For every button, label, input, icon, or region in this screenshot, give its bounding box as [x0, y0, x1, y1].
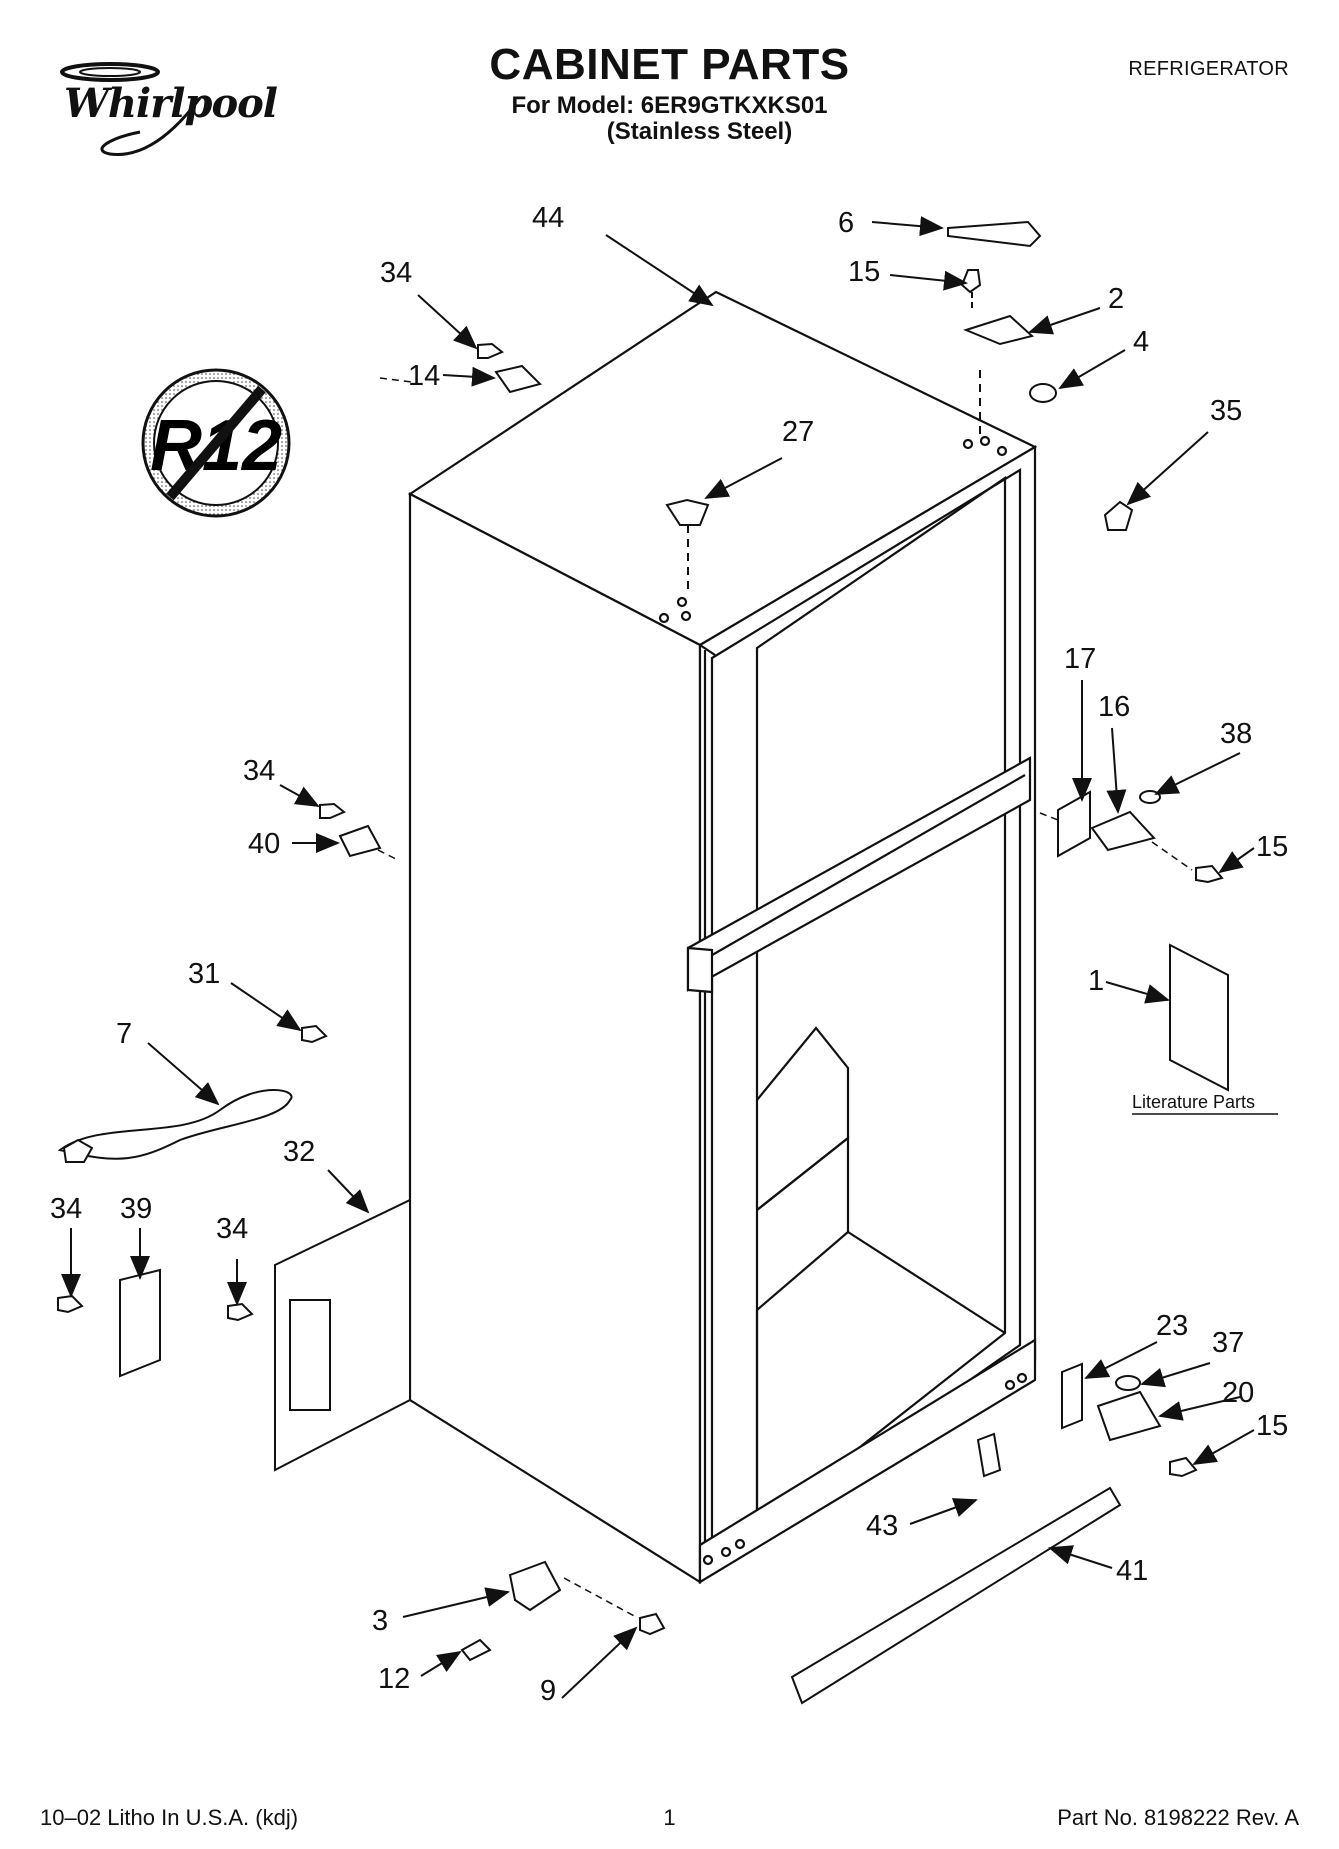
callout-37: 37: [1212, 1327, 1244, 1359]
part-34-screw-low-left: [57, 1294, 84, 1314]
part-16-hinge: [1090, 810, 1156, 852]
callout-4: 4: [1133, 326, 1149, 358]
page-number: 1: [663, 1805, 676, 1830]
brand-wordmark: Whirlpool: [64, 80, 278, 127]
part-32-panel: [274, 1198, 411, 1472]
callout-34-top: 34: [380, 257, 412, 289]
callout-16: 16: [1098, 691, 1130, 723]
print-info: 10–02 Litho In U.S.A. (kdj): [40, 1805, 299, 1830]
callout-6: 6: [838, 207, 854, 239]
part-34-screw-low-mid: [227, 1302, 254, 1322]
callout-7: 7: [116, 1018, 132, 1050]
whirlpool-swirl-icon: [60, 62, 202, 156]
callout-44: 44: [532, 202, 564, 234]
part-20-hinge: [1096, 1390, 1162, 1442]
part-31-screw: [301, 1024, 328, 1044]
callout-31: 31: [188, 958, 220, 990]
callout-3: 3: [372, 1605, 388, 1637]
part-43-clip: [976, 1432, 1002, 1478]
power-plug-icon: [62, 1138, 94, 1163]
callout-20: 20: [1222, 1377, 1254, 1409]
finish-line: (Stainless Steel): [606, 118, 793, 145]
callout-32: 32: [283, 1136, 315, 1168]
part-27-plug: [665, 498, 710, 526]
callout-2: 2: [1108, 283, 1124, 315]
part-4-washer: [1029, 383, 1057, 403]
appliance-category: REFRIGERATOR: [1128, 58, 1289, 80]
part-2-hinge: [963, 314, 1035, 346]
literature-parts-label: Literature Parts: [1132, 1092, 1255, 1112]
part-6-cover: [947, 220, 1042, 248]
part-15-screw-low: [1169, 1456, 1198, 1478]
callout-39: 39: [120, 1193, 152, 1225]
callout-38: 38: [1220, 718, 1252, 750]
page-title: CABINET PARTS: [489, 40, 850, 89]
part-15-screw-top: [960, 269, 982, 294]
callout-34-mid: 34: [243, 755, 275, 787]
part-17-bracket: [1057, 790, 1091, 858]
callout-15-low: 15: [1256, 1410, 1288, 1442]
callout-34-low-left: 34: [50, 1193, 82, 1225]
callout-27: 27: [782, 416, 814, 448]
part-15-screw-mid: [1195, 864, 1224, 884]
part-37-washer: [1115, 1375, 1141, 1391]
part-number: Part No. 8198222 Rev. A: [1057, 1805, 1299, 1830]
callout-35: 35: [1210, 395, 1242, 427]
callout-17: 17: [1064, 643, 1096, 675]
part-39-cover: [119, 1268, 161, 1378]
callout-15-top: 15: [848, 256, 880, 288]
callout-1: 1: [1088, 965, 1104, 997]
part-34-screw-top: [477, 342, 504, 359]
model-line: For Model: 6ER9GTKXKS01: [511, 92, 828, 119]
callout-34-low-mid: 34: [216, 1213, 248, 1245]
part-7-power-cord: [57, 1089, 293, 1160]
part-40-clamp: [338, 824, 382, 858]
part-3-roller: [508, 1560, 562, 1612]
callout-40: 40: [248, 828, 280, 860]
whirlpool-logo: Whirlpool: [50, 58, 280, 168]
callout-43: 43: [866, 1510, 898, 1542]
refrigerator-cabinet: [407, 290, 1038, 1585]
part-34-screw-mid: [319, 802, 346, 819]
part-9-screw: [639, 1612, 666, 1636]
callout-9: 9: [540, 1675, 556, 1707]
panel-cutout: [289, 1299, 331, 1411]
callout-23: 23: [1156, 1310, 1188, 1342]
part-1-literature: [1169, 943, 1229, 1092]
no-r12-badge: R12: [141, 368, 291, 518]
callout-15-mid: 15: [1256, 831, 1288, 863]
part-41-grille: [790, 1486, 1122, 1705]
prohibition-slash-icon: [166, 385, 266, 501]
callout-41: 41: [1116, 1555, 1148, 1587]
part-14-clamp: [494, 364, 542, 394]
part-12-pin: [460, 1638, 492, 1662]
callout-12: 12: [378, 1663, 410, 1695]
part-35-clip: [1103, 500, 1134, 531]
callout-14: 14: [408, 360, 440, 392]
part-23-bracket: [1061, 1362, 1083, 1430]
